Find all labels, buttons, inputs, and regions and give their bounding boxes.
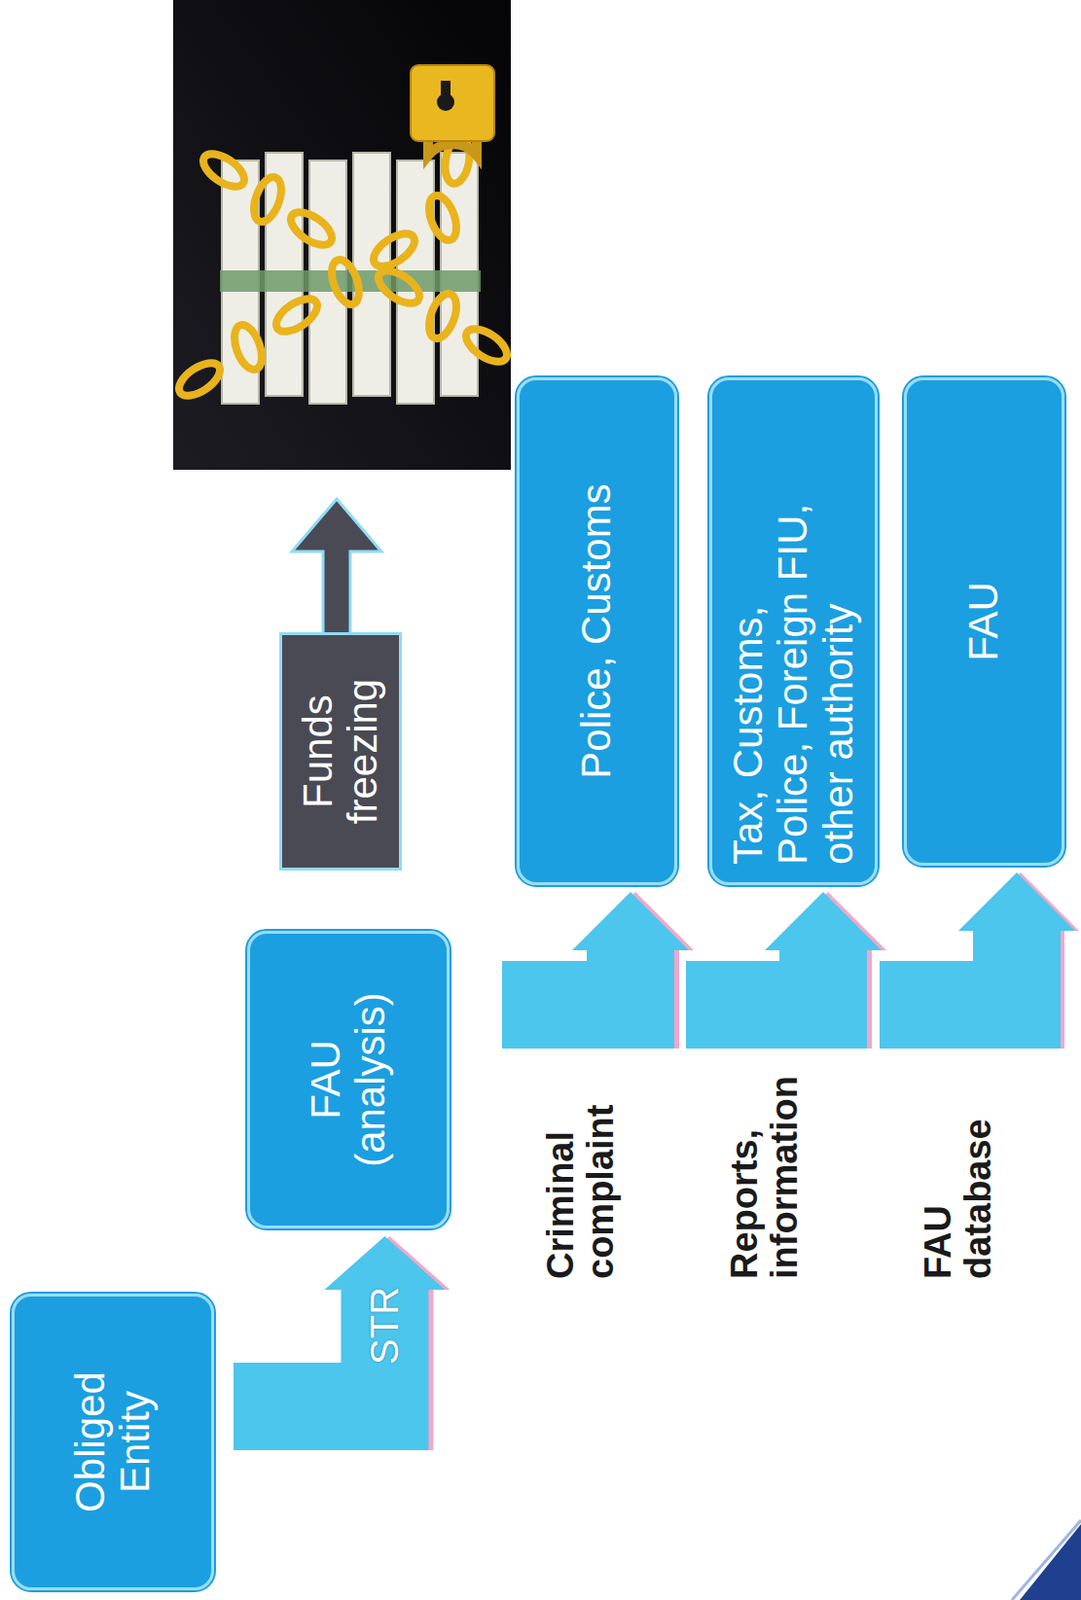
bent-arrow [685, 892, 887, 1006]
arrow-shaft [685, 949, 824, 1006]
action-box: Funds freezing [279, 632, 402, 871]
chain [173, 135, 512, 402]
source-label: Reports, information [724, 1055, 805, 1280]
keyhole [440, 80, 451, 103]
chain-link [424, 191, 463, 244]
chain-link [229, 321, 268, 373]
source-box: FAU [903, 377, 1065, 866]
freeze-arrow [291, 499, 382, 638]
box-text: Obliged Entity [68, 1335, 158, 1550]
flow-arrow [233, 1236, 450, 1407]
box-text: Police, Customs [574, 483, 619, 779]
box-label: Funds freezing [295, 654, 386, 850]
frozen-money-picture [173, 0, 513, 470]
bent-arrow [879, 872, 1080, 1006]
box-label: Obliged Entity [68, 1335, 158, 1550]
picture-ground [173, 0, 511, 470]
chain-link [285, 206, 337, 253]
box-label: Police, Customs [574, 483, 619, 779]
entity-box: Obliged Entity [11, 1294, 215, 1591]
chain-link [249, 173, 288, 225]
arrow-shaft [233, 1289, 385, 1407]
bent-arrow [502, 892, 694, 1006]
source-label: FAU database [918, 1055, 999, 1280]
source-label: Criminal complaint [540, 1055, 621, 1280]
chain-link [372, 264, 425, 311]
box-text: Funds freezing [295, 654, 386, 850]
source-box: Tax, Customs, Police, Foreign FIU, other… [709, 377, 878, 886]
source-box: Police, Customs [516, 377, 678, 886]
edge-label: STR [363, 1284, 405, 1369]
box-label: FAU (analysis) [303, 968, 394, 1192]
box-label: FAU [961, 581, 1007, 662]
chain-link [326, 255, 365, 308]
arrow-head [764, 892, 882, 951]
chain-link [197, 147, 250, 194]
corner-swoosh-line [1011, 1520, 1081, 1600]
box-label: Tax, Customs, Police, Foreign FIU, other… [725, 480, 862, 865]
chain-link [173, 357, 225, 403]
arrow-shaft [502, 949, 631, 1006]
corner-swoosh [1019, 1524, 1081, 1600]
padlock [410, 65, 495, 156]
arrow-shaft [879, 930, 1017, 1006]
chain-link [424, 289, 463, 342]
box-text: FAU [961, 581, 1007, 662]
padlock-body [410, 65, 495, 142]
arrow-head [572, 892, 689, 951]
chain-link [270, 292, 323, 339]
box-text: FAU (analysis) [303, 968, 394, 1192]
analysis-box: FAU (analysis) [247, 931, 450, 1229]
chain-link [460, 323, 512, 369]
chain-link [367, 227, 420, 274]
arrow-head [958, 872, 1076, 932]
arrow-head [324, 1236, 445, 1291]
box-text: Tax, Customs, Police, Foreign FIU, other… [725, 480, 862, 865]
